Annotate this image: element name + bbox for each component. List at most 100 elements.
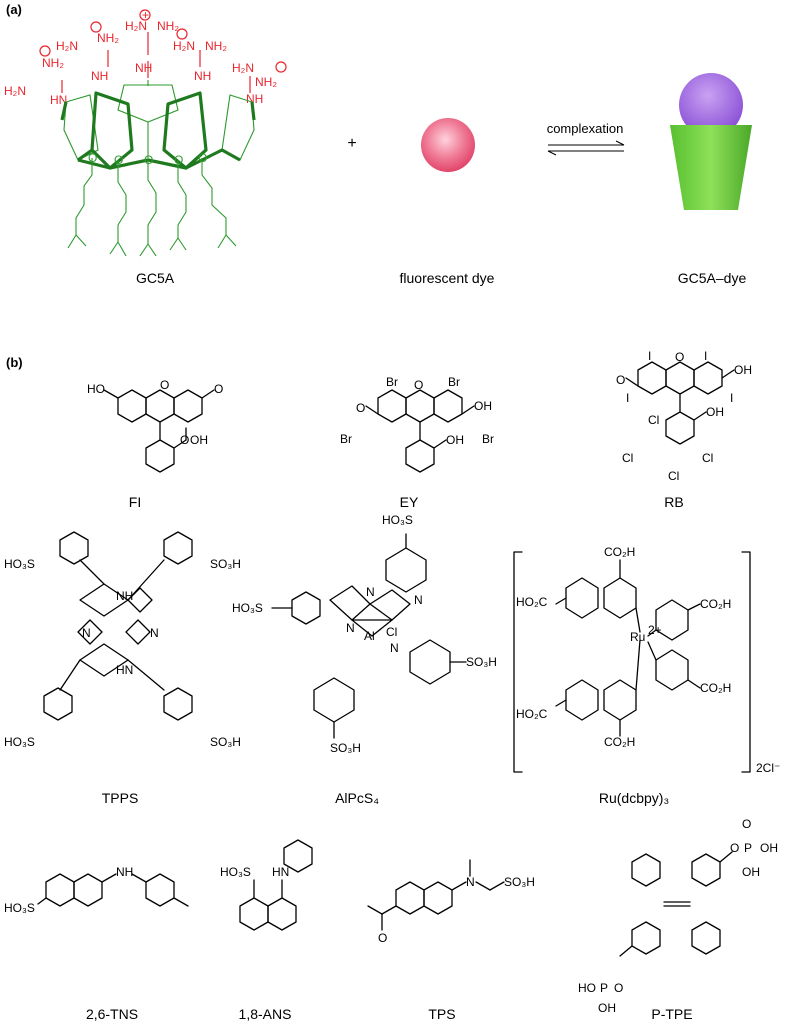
atom-rb-oh: OH (734, 363, 752, 377)
caption-fi: FI (128, 494, 142, 510)
atom-tpps-so3h-1: HO₃S (4, 557, 35, 571)
atom-ptpe-oh3: OH (598, 1001, 616, 1015)
atom-ey-o: O (414, 378, 423, 392)
atom-ey-br4: Br (482, 432, 494, 446)
structure-ans (239, 839, 313, 931)
structure-alpcs4 (271, 533, 467, 739)
atom-rb-i1: I (648, 349, 651, 363)
atom-h2n-far-right: H₂N (232, 61, 254, 75)
atom-tps-so3h: SO₃H (504, 875, 535, 889)
atom-tpps-n1: N (82, 626, 91, 640)
atom-ey-oh: OH (474, 399, 492, 413)
caption-ans: 1,8-ANS (238, 1006, 292, 1022)
structure-tpps (43, 531, 193, 721)
atom-alpc-so3h-1: HO₃S (382, 513, 413, 527)
atom-fi-o2: O (214, 382, 223, 396)
panel-label-b: (b) (6, 355, 23, 370)
atom-fi-o: O (160, 378, 169, 392)
atom-h2n-top: H₂N (125, 19, 147, 33)
atom-fi-o3: O (180, 433, 189, 447)
atom-rb-cl2: Cl (622, 451, 633, 465)
structure-ru (513, 551, 751, 773)
atom-tns-nh: NH (116, 865, 133, 879)
atom-tpps-nh2: HN (116, 663, 133, 677)
atom-alpc-so3h-3: SO₃H (466, 655, 497, 669)
dye-sphere (421, 118, 475, 172)
atom-nh-right: NH (194, 69, 211, 83)
atom-alpc-n2: N (390, 641, 399, 655)
atom-tpps-so3h-4: SO₃H (210, 735, 241, 749)
svg-text:O: O (198, 151, 207, 165)
caption-tpps: TPPS (101, 790, 139, 806)
svg-text:O: O (174, 153, 183, 167)
atom-ptpe-o2: O (742, 817, 751, 831)
guanidinium-groups (61, 32, 251, 93)
atom-nh-left: NH (91, 69, 108, 83)
atom-ru-co2h-4: HO₂C (516, 707, 548, 721)
atom-ru-center: Ru (630, 630, 645, 644)
atom-tpps-n2: N (150, 626, 159, 640)
atom-nh2-right: NH₂ (205, 39, 227, 53)
atom-alpc-so3h-4: SO₃H (330, 741, 361, 755)
atom-ru-co2h-3: CO₂H (700, 597, 731, 611)
caption-ru: Ru(dcbpy)₃ (598, 790, 670, 806)
atom-tpps-nh1: NH (116, 589, 133, 603)
atom-rb-o: O (675, 350, 684, 364)
atom-ptpe-o3: O (614, 981, 623, 995)
atom-h2n-right: H₂N (173, 39, 195, 53)
atom-fi-oh: OH (190, 433, 208, 447)
atom-ey-o2: O (356, 401, 365, 415)
atom-nh2-left: NH₂ (97, 31, 119, 45)
svg-text:O: O (114, 153, 123, 167)
atom-alpc-cl: Cl (386, 625, 397, 639)
atom-h2n-far-left: H₂N (4, 84, 26, 98)
atom-tpps-so3h-3: HO₃S (4, 735, 35, 749)
caption-gc5a: GC5A (135, 270, 175, 286)
atom-ey-br1: Br (386, 375, 398, 389)
caption-complex: GC5A–dye (677, 270, 747, 286)
atom-rb-o2: O (616, 373, 625, 387)
atom-fi-ho: HO (87, 382, 105, 396)
complex-graphic (670, 73, 752, 210)
atom-rb-i4: I (730, 391, 733, 405)
atom-alpc-al: Al (364, 629, 375, 643)
atom-ey-br2: Br (448, 375, 460, 389)
structure-tps (367, 859, 505, 931)
atom-ans-so3h: HO₃S (220, 865, 251, 879)
atom-nh2-top: NH₂ (157, 19, 179, 33)
atom-ru-co2h-6: CO₂H (604, 735, 635, 749)
structure-fi (103, 389, 215, 473)
atom-ans-hn: HN (272, 865, 289, 879)
caption-tps: TPS (428, 1006, 456, 1022)
atom-tns-so3h: HO₃S (4, 901, 35, 915)
atom-rb-i2: I (704, 349, 707, 363)
atom-alpc-n3: N (366, 585, 375, 599)
atom-nh2-far-right: NH₂ (255, 75, 277, 89)
atom-ptpe-oh2: OH (742, 865, 760, 879)
atom-nh-top: NH (135, 61, 152, 75)
atom-ru-counter: 2Cl⁻ (756, 761, 780, 775)
atom-rb-cl3: Cl (702, 451, 713, 465)
atom-tps-n: N (466, 875, 475, 889)
caption-ptpe: P-TPE (651, 1006, 693, 1022)
atom-ru-co2h-1: CO₂H (604, 545, 635, 559)
atom-rb-cl1: Cl (648, 413, 659, 427)
atom-ptpe-oh1: OH (760, 841, 778, 855)
structure-ptpe (619, 851, 733, 957)
arrow-label: complexation (546, 121, 624, 136)
caption-ey: EY (399, 494, 419, 510)
atom-hn-far-left: HN (50, 93, 67, 107)
atom-alpc-n4: N (414, 593, 423, 607)
structure-rb (625, 361, 735, 445)
caption-rb: RB (664, 494, 684, 510)
plus-sign: + (347, 135, 357, 152)
panel-label-a: (a) (6, 2, 22, 17)
atom-tpps-so3h-2: SO₃H (210, 557, 241, 571)
atom-tps-o: O (378, 931, 387, 945)
structure-tns (37, 873, 189, 907)
atom-ru-co2h-5: CO₂H (700, 681, 731, 695)
atom-alpc-so3h-2: HO₃S (232, 601, 263, 615)
structure-ey (365, 389, 475, 473)
